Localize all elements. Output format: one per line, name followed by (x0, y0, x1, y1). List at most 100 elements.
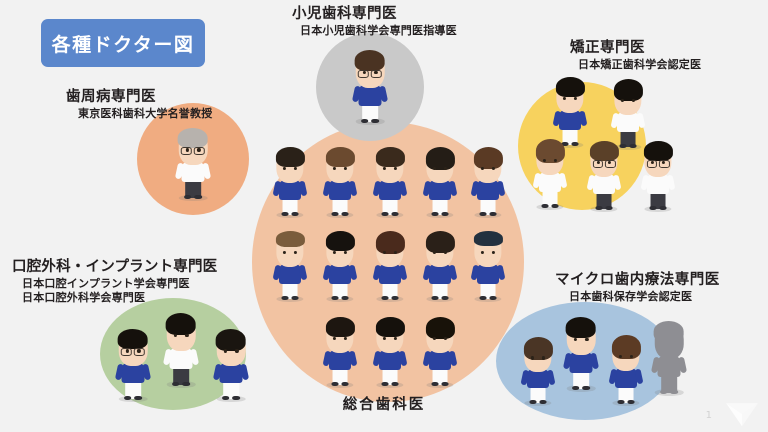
avatar-body (429, 180, 451, 200)
label-title: 矯正専門医 (570, 40, 645, 56)
avatar-body (657, 356, 681, 377)
avatar-hair (425, 147, 455, 170)
avatar-general-2 (318, 147, 362, 218)
avatar-hair (425, 231, 455, 253)
avatar-general-12 (368, 317, 412, 388)
avatar-body (615, 368, 637, 388)
avatar-eyes (172, 333, 190, 338)
avatar-eyes (572, 337, 590, 342)
page-number: 1 (705, 410, 712, 421)
avatar-legs (222, 380, 240, 400)
avatar-hair (375, 317, 405, 337)
avatar-hair (589, 141, 619, 161)
label-periodontist: 歯周病専門医 東京医科歯科大学名誉教授 (66, 88, 212, 121)
avatar-eyes (382, 336, 399, 341)
avatar-eyes (124, 349, 142, 354)
avatar-hair (215, 329, 247, 351)
avatar-hair (611, 335, 641, 359)
avatar-head (275, 147, 305, 183)
avatar-legs (649, 191, 667, 211)
label-title: 総合歯科医 (342, 397, 426, 413)
avatar-head (555, 77, 585, 113)
avatar-eyes (562, 96, 579, 101)
avatar-body (379, 180, 401, 200)
avatar-head (117, 329, 149, 366)
label-title: 口腔外科・インプラント専門医 (12, 259, 218, 275)
avatar-head (473, 147, 503, 183)
avatar-legs (381, 367, 399, 387)
avatar-head (275, 231, 305, 267)
avatar-oral-surgeon-1 (110, 329, 156, 402)
avatar-head (325, 317, 355, 353)
avatar-legs (331, 367, 349, 387)
label-oral-surgeon-implant: 口腔外科・インプラント専門医 日本口腔インプラント学会専門医 日本口腔外科学会専… (12, 258, 217, 305)
avatar-oral-surgeon-3 (208, 329, 254, 402)
avatar-eyes (382, 250, 399, 255)
avatar-general-6 (268, 231, 312, 302)
avatar-hair (275, 231, 305, 247)
avatar-endodontist-2 (558, 317, 604, 392)
avatar-hair (117, 329, 149, 350)
avatar-orthodontist-5 (636, 141, 680, 212)
avatar-eyes (596, 160, 613, 165)
slide-title-badge: 各種ドクター図 (41, 19, 205, 67)
avatar-eyes (361, 70, 379, 75)
label-subtitle: 日本口腔外科学会専門医 (22, 290, 146, 304)
avatar-head (325, 231, 355, 267)
label-orthodontist: 矯正専門医 日本矯正歯科学会認定医 (570, 39, 701, 72)
avatar-general-4 (418, 147, 462, 218)
avatar-eyes (432, 166, 449, 171)
avatar-endodontist-1 (516, 337, 560, 406)
avatar-hair (177, 128, 209, 149)
avatar-body (617, 112, 639, 132)
avatar-legs (617, 385, 635, 405)
avatar-orthodontist-4 (582, 141, 626, 212)
avatar-eyes (618, 354, 635, 359)
avatar-orthodontist-1 (548, 77, 592, 148)
avatar-body (358, 85, 382, 106)
avatar-legs (660, 373, 678, 395)
avatar-endodontist-silhouette (646, 321, 692, 396)
avatar-legs (541, 189, 559, 209)
avatar-eyes (650, 160, 667, 165)
avatar-head (375, 317, 405, 353)
label-micro-endodontist: マイクロ歯内療法専門医 日本歯科保存学会認定医 (555, 271, 720, 304)
avatar-body (477, 264, 499, 284)
avatar-head (643, 141, 673, 177)
avatar-hair (555, 77, 585, 97)
avatar-hair (325, 231, 355, 251)
avatar-eyes (480, 166, 497, 171)
avatar-legs (331, 281, 349, 301)
avatar-body (593, 174, 615, 194)
avatar-eyes (282, 250, 299, 255)
label-subtitle: 東京医科歯科大学名誉教授 (78, 106, 213, 120)
label-subtitle: 日本歯科保存学会認定医 (569, 289, 693, 303)
avatar-orthodontist-3 (528, 139, 572, 210)
avatar-legs (361, 102, 379, 124)
glasses-icon (358, 69, 382, 79)
page-title: 各種ドクター図 (51, 33, 195, 56)
avatar-general-8 (368, 231, 412, 302)
avatar-pediatric-1 (347, 50, 393, 125)
avatar-eyes (620, 98, 637, 103)
avatar-eyes (542, 158, 559, 163)
avatar-body (169, 348, 193, 369)
avatar-hair (523, 337, 553, 360)
avatar-body (527, 369, 549, 389)
avatar-legs (381, 281, 399, 301)
avatar-body (379, 264, 401, 284)
avatar-legs (529, 385, 547, 404)
avatar-hair (275, 147, 305, 167)
avatar-hair (354, 50, 386, 71)
avatar-head (177, 128, 209, 165)
label-subtitle: 日本矯正歯科学会認定医 (578, 57, 702, 71)
avatar-legs (572, 369, 590, 391)
avatar-general-10 (466, 231, 510, 302)
avatar-head (611, 335, 641, 371)
avatar-body (181, 162, 205, 183)
avatar-eyes (184, 148, 202, 153)
avatar-head (165, 313, 197, 351)
avatar-body (477, 180, 499, 200)
avatar-head (613, 79, 643, 115)
